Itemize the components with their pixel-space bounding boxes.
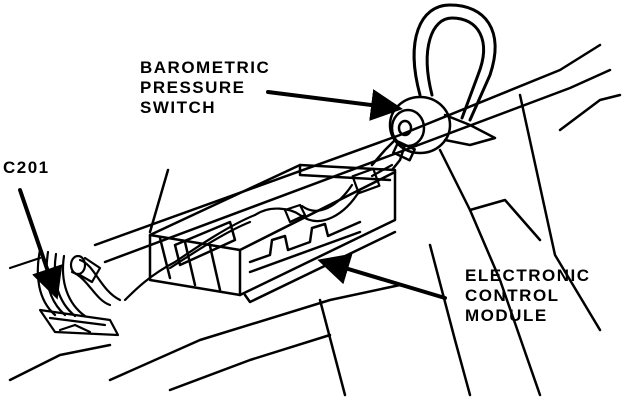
c201-callout [18,188,63,300]
ecm-callout [317,253,447,300]
baro-switch-label: BAROMETRIC PRESSURE SWITCH [140,58,270,118]
label-line: MODULE [465,306,548,325]
c201-connector-drawing [8,248,120,337]
ecm-housing-drawing [148,163,397,304]
c201-label: C201 [3,158,50,178]
label-line: SWITCH [140,98,217,117]
label-line: C201 [3,158,50,177]
ecm-label: ELECTRONIC CONTROL MODULE [465,266,591,326]
label-line: BAROMETRIC [140,58,271,77]
mounting-bracket-loop [412,3,497,122]
vehicle-body-outline [8,43,622,397]
label-line: ELECTRONIC [465,266,591,285]
label-line: PRESSURE [140,78,246,97]
baro-switch-callout [266,89,403,121]
label-line: CONTROL [465,286,560,305]
baro-switch-drawing [370,95,497,172]
